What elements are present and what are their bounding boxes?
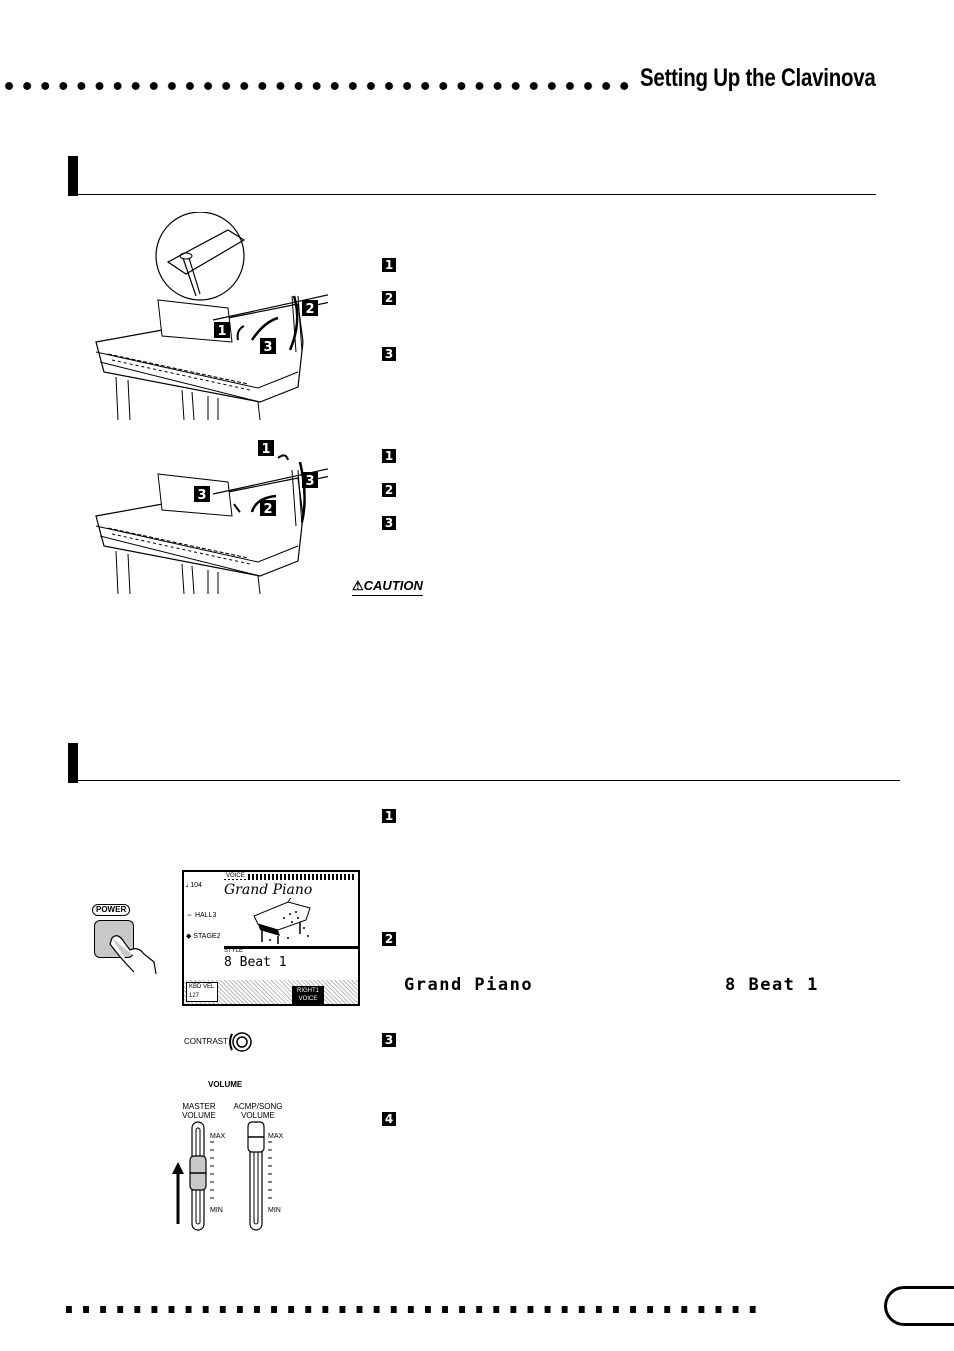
lcd-divider — [224, 946, 358, 949]
contrast-label: CONTRAST — [184, 1037, 228, 1046]
lcd-display: VOICE Grand Piano 𝅘𝅥 104 ⇔ HALL3 ◆ STAGE… — [182, 870, 360, 1006]
lcd-style-label: STYLE — [224, 948, 244, 954]
footer-square-rule — [66, 1306, 756, 1313]
lcd-voice-name: Grand Piano — [224, 882, 313, 898]
piano-open-illustration: 1 3 2 — [95, 212, 328, 421]
svg-text:1: 1 — [261, 442, 270, 457]
lcd-tempo: 𝅘𝅥 104 — [186, 882, 202, 889]
reverb-icon: ⇔ — [186, 912, 193, 919]
lcd-right1-voice-button: RIGHT1 VOICE — [292, 986, 324, 1004]
style-name-text: 8 Beat 1 — [725, 975, 819, 995]
volume-label: VOLUME — [208, 1080, 243, 1089]
master-volume-label: MASTER VOLUME — [182, 1102, 216, 1120]
lcd-effect: ◆ STAGE2 — [186, 933, 221, 940]
acmp-min-label: MIN — [268, 1207, 281, 1214]
callout-2: 2 — [302, 300, 318, 317]
acmp-volume-ticks — [268, 1141, 272, 1199]
callout-3: 3 — [260, 338, 276, 355]
page-number-tab — [884, 1286, 954, 1326]
step-number: 1 — [382, 809, 396, 823]
svg-text:1: 1 — [217, 324, 226, 339]
callout-3: 3 — [302, 472, 318, 489]
master-volume-ticks — [210, 1141, 214, 1199]
section-rule — [68, 194, 876, 195]
section-marker — [68, 743, 78, 783]
lcd-style-name: 8 Beat 1 — [224, 955, 287, 970]
step-number: 4 — [382, 1112, 396, 1126]
svg-text:3: 3 — [263, 340, 272, 355]
grand-piano-image — [253, 898, 311, 944]
svg-text:3: 3 — [197, 488, 206, 503]
step-number: 3 — [382, 347, 396, 361]
volume-sliders — [172, 1121, 272, 1231]
step-number: 2 — [382, 291, 396, 305]
step-number: 3 — [382, 516, 396, 530]
warning-icon: ⚠ — [352, 578, 364, 593]
svg-text:3: 3 — [305, 474, 314, 489]
section-marker — [68, 156, 78, 196]
voice-name-text: Grand Piano — [404, 975, 534, 995]
metronome-icon: 𝅘𝅥 — [186, 882, 189, 889]
callout-2: 2 — [260, 500, 276, 517]
step-number: 1 — [382, 258, 396, 272]
svg-text:2: 2 — [263, 502, 272, 517]
callout-1: 1 — [214, 322, 230, 339]
svg-text:2: 2 — [305, 302, 314, 317]
step-number: 3 — [382, 1033, 396, 1047]
callout-3: 3 — [194, 486, 210, 503]
contrast-knob[interactable] — [226, 1030, 256, 1054]
lcd-voice-bar — [224, 874, 356, 880]
step-number: 1 — [382, 449, 396, 463]
lcd-reverb: ⇔ HALL3 — [186, 912, 217, 919]
piano-close-illustration: 1 3 3 2 — [95, 440, 328, 595]
master-min-label: MIN — [210, 1207, 223, 1214]
acmp-max-label: MAX — [268, 1133, 284, 1140]
step-number: 2 — [382, 932, 396, 946]
section-rule — [68, 780, 900, 781]
effect-icon: ◆ — [186, 933, 192, 940]
callout-1: 1 — [258, 440, 274, 457]
lcd-kbd-vel: KBD VEL 127 — [186, 982, 218, 1002]
page-title: Setting Up the Clavinova — [640, 64, 876, 92]
lcd-voice-label: VOICE — [224, 873, 247, 879]
caution-label: ⚠CAUTION — [352, 578, 423, 596]
step-number: 2 — [382, 483, 396, 497]
power-label: POWER — [92, 904, 131, 916]
hand-icon — [109, 935, 157, 975]
acmp-volume-label: ACMP/SONG VOLUME — [233, 1102, 283, 1120]
header-dot-rule — [0, 78, 632, 94]
master-max-label: MAX — [210, 1133, 226, 1140]
